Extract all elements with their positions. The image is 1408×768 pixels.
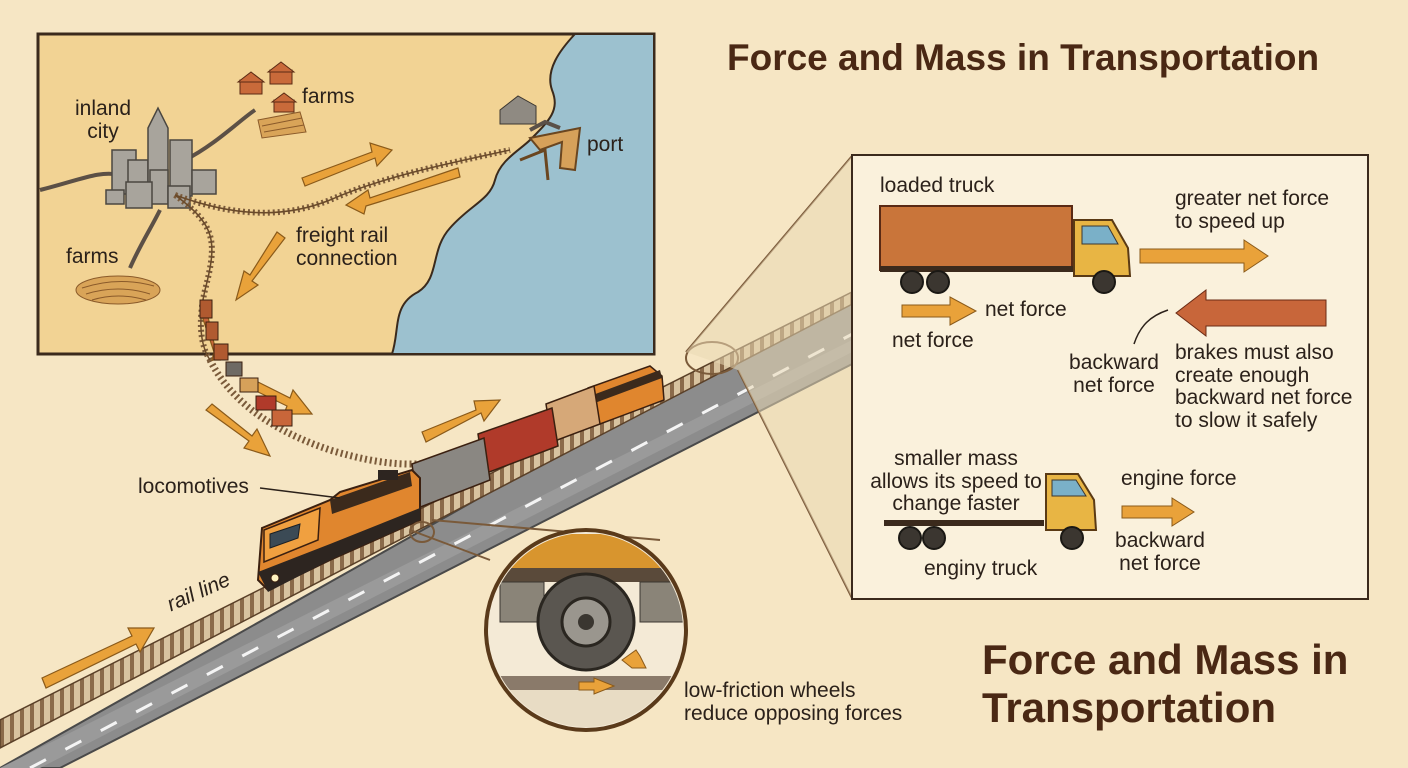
bottom-title: Force and Mass in Transportation: [982, 636, 1349, 732]
force-panel: [851, 154, 1369, 600]
greater-force-arrow: [1139, 239, 1269, 273]
label-backward-net-force-2: backward net force: [1115, 529, 1205, 575]
sea: [390, 33, 655, 355]
farm-field-top: [257, 111, 307, 139]
small-train: [199, 299, 293, 427]
engine-force-arrow: [1121, 497, 1195, 527]
barns: [236, 61, 298, 113]
label-freight-rail: freight rail connection: [296, 224, 398, 270]
locomotives-pointer: [259, 487, 341, 499]
zoom-shade: [686, 156, 852, 598]
label-engine-force: engine force: [1121, 467, 1237, 490]
regional-map: [36, 32, 656, 362]
label-net-force-right: net force: [985, 298, 1067, 321]
label-inland-city: inland city: [74, 97, 132, 143]
label-low-friction: low-friction wheels reduce opposing forc…: [684, 679, 903, 725]
label-backward-net-force: backward net force: [1069, 351, 1159, 397]
label-locomotives: locomotives: [138, 475, 249, 498]
port-icon: [499, 95, 582, 181]
net-force-arrow: [901, 296, 978, 326]
label-greater-net-force: greater net force to speed up: [1175, 187, 1330, 233]
label-net-force-left: net force: [892, 329, 974, 352]
freight-train: [199, 299, 665, 592]
main-title: Force and Mass in Transportation: [727, 37, 1320, 78]
loaded-truck-icon: [879, 205, 1132, 294]
backward-force-arrow: [1175, 288, 1327, 338]
label-loaded-truck: loaded truck: [880, 174, 995, 197]
label-brakes: brakes must also create enough backward …: [1175, 341, 1353, 433]
label-enginy-truck: enginy truck: [924, 557, 1038, 580]
backward-force-pointer: [1133, 309, 1169, 345]
label-farms-left: farms: [66, 245, 119, 268]
label-smaller-mass: smaller mass allows its speed to change …: [870, 447, 1042, 516]
wheel-magnifier: [484, 528, 688, 732]
label-farms-top: farms: [302, 85, 355, 108]
label-port: port: [587, 133, 624, 156]
lead-locomotive: [256, 468, 421, 592]
farm-field-left: [75, 275, 161, 305]
small-truck-icon: [884, 473, 1098, 550]
map-arrows: [234, 142, 461, 302]
